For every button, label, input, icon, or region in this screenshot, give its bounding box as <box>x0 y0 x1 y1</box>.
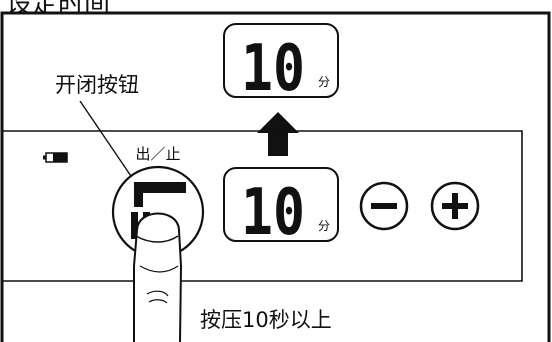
outer-frame <box>0 11 551 342</box>
upper-display-unit: 分 <box>318 75 330 89</box>
upper-display-value: 10 <box>241 32 305 106</box>
power-button-label: 出／止 <box>135 145 180 163</box>
upper-display: 10 分 <box>223 23 339 106</box>
up-arrow-icon <box>257 112 299 156</box>
panel-lines <box>2 130 523 282</box>
callout-leader-line <box>79 100 136 183</box>
upper-display-frame <box>223 23 339 98</box>
lower-display-unit: 分 <box>318 219 330 233</box>
header-partial-title: 设定时间 <box>6 0 110 19</box>
finger-illustration <box>133 212 183 342</box>
minus-button[interactable] <box>359 181 409 231</box>
lower-display-frame <box>223 167 339 242</box>
minus-icon <box>371 203 397 209</box>
battery-icon <box>43 152 68 163</box>
callout-label: 开闭按钮 <box>55 73 139 97</box>
lower-display-value: 10 <box>241 176 305 250</box>
press-instruction-text: 按压10秒以上 <box>200 308 332 332</box>
plus-button[interactable] <box>430 181 480 231</box>
lower-display: 10 分 <box>223 167 339 250</box>
plus-icon <box>442 193 468 219</box>
